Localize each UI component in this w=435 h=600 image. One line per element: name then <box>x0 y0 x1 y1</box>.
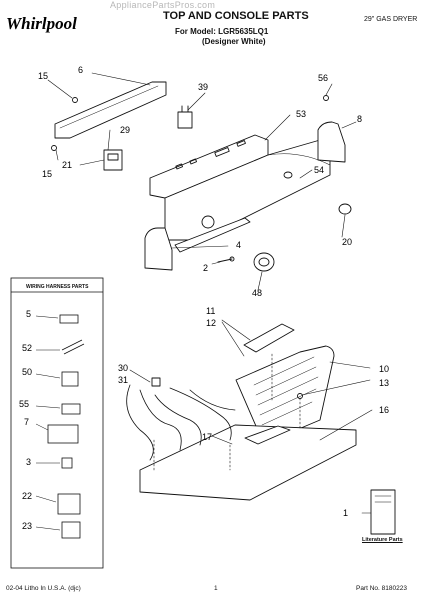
callout-31: 31 <box>118 375 129 385</box>
callout-2: 2 <box>203 263 209 273</box>
callout-17: 17 <box>202 432 213 442</box>
knob-20 <box>338 203 352 215</box>
wiring-harness <box>126 384 236 461</box>
footer-page-number: 1 <box>214 585 218 592</box>
callout-13: 13 <box>379 378 390 388</box>
harness-part-23 <box>61 521 81 539</box>
callout-12: 12 <box>206 318 217 328</box>
knob-opening <box>283 171 293 179</box>
callout-53: 53 <box>296 109 307 119</box>
push-to-start-opening <box>201 215 215 229</box>
callout-15-top: 15 <box>38 71 49 81</box>
harness-part-50 <box>61 371 79 387</box>
literature-booklet <box>370 489 396 535</box>
screw-15-bottom <box>51 145 57 151</box>
harness-part-3 <box>61 457 73 469</box>
brand-logo: Whirlpool <box>6 14 77 33</box>
callout-29: 29 <box>120 125 131 135</box>
callout-1: 1 <box>343 508 349 518</box>
harness-part-22 <box>57 493 81 515</box>
exhaust-grille-10 <box>235 345 335 441</box>
callout-48: 48 <box>252 288 263 298</box>
harness-box-title: WIRING HARNESS PARTS <box>26 284 89 290</box>
callout-5: 5 <box>26 309 32 319</box>
wiring-harness-parts-box <box>10 277 104 569</box>
product-label: 29" GAS DRYER <box>364 16 418 23</box>
callout-21: 21 <box>62 160 73 170</box>
page-title: TOP AND CONSOLE PARTS <box>163 10 309 22</box>
callout-56: 56 <box>318 73 329 83</box>
callout-54: 54 <box>314 165 325 175</box>
callout-55: 55 <box>19 399 30 409</box>
end-cap-right <box>317 121 346 163</box>
lint-screen-11 <box>243 323 295 353</box>
callout-39: 39 <box>198 82 209 92</box>
literature-parts-label: Literature Parts <box>362 537 403 543</box>
harness-part-55 <box>61 403 81 415</box>
lint-opening <box>244 425 291 445</box>
callout-6: 6 <box>78 65 84 75</box>
callout-30: 30 <box>118 363 129 373</box>
timer-knob-48 <box>253 252 275 272</box>
callout-10: 10 <box>379 364 390 374</box>
end-cap-left <box>144 227 173 271</box>
control-slots <box>175 140 246 170</box>
dryer-top <box>164 139 331 241</box>
callout-52: 52 <box>22 343 33 353</box>
cabinet-top-16 <box>139 424 357 501</box>
harness-part-5 <box>59 314 79 324</box>
callout-50: 50 <box>22 367 33 377</box>
callout-20: 20 <box>342 237 353 247</box>
callout-8: 8 <box>357 114 363 124</box>
callout-23: 23 <box>22 521 33 531</box>
model-line: For Model: LGR5635LQ1 <box>175 27 269 36</box>
footer-part-number: Part No. 8180223 <box>356 585 407 592</box>
footer-litho: 02-04 Litho In U.S.A. (djc) <box>6 585 81 592</box>
callout-7: 7 <box>24 417 30 427</box>
callout-4: 4 <box>236 240 242 250</box>
callout-3: 3 <box>26 457 32 467</box>
harness-part-52 <box>61 339 85 355</box>
callout-11: 11 <box>206 306 216 316</box>
screw-15-top <box>72 97 78 103</box>
variant-line: (Designer White) <box>202 37 266 46</box>
console-back-panel <box>54 81 167 139</box>
switch-39 <box>177 111 193 129</box>
screw-56 <box>323 95 329 101</box>
harness-part-7 <box>47 424 79 444</box>
callout-16: 16 <box>379 405 390 415</box>
harness-connector-30 <box>151 377 161 387</box>
callout-15-bottom: 15 <box>42 169 53 179</box>
callout-22: 22 <box>22 491 33 501</box>
watermark: AppliancePartsPros.com <box>110 0 216 10</box>
